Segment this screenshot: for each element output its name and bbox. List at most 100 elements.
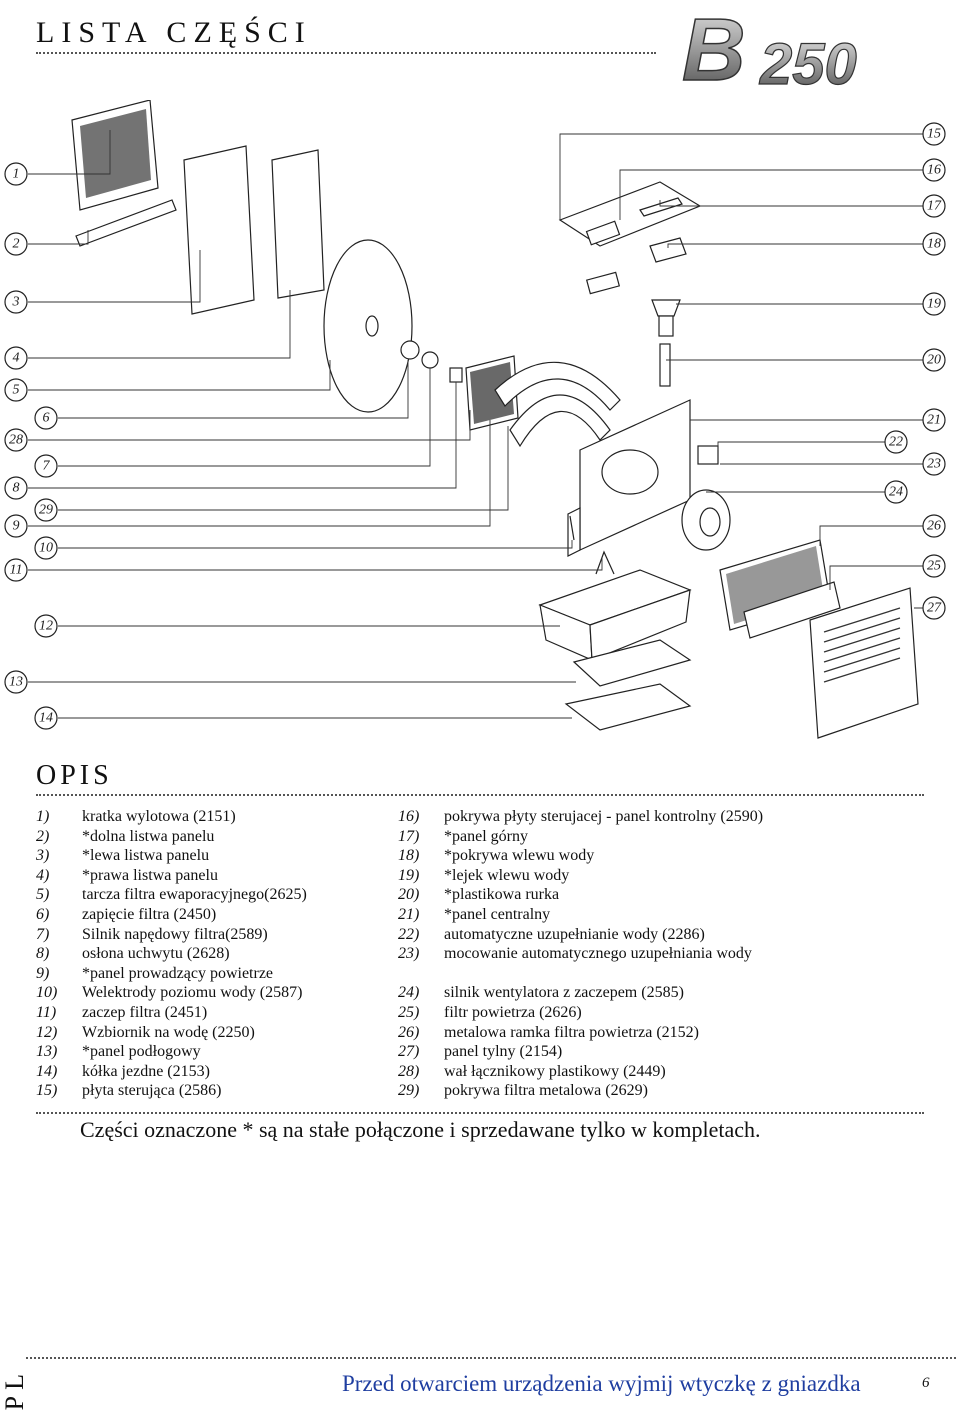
part-number: 29) xyxy=(398,1082,420,1100)
svg-text:21: 21 xyxy=(927,413,941,428)
part-label: silnik wentylatora z zaczepem (2585) xyxy=(444,984,684,1002)
svg-text:2: 2 xyxy=(13,237,20,252)
svg-text:13: 13 xyxy=(9,675,23,690)
callout-18: 18 xyxy=(922,232,946,256)
part-plastic-tube xyxy=(659,343,671,387)
language-tag: PL xyxy=(0,1368,29,1411)
part-row: 15)płyta sterująca (2586) xyxy=(36,1082,222,1100)
callout-5: 5 xyxy=(4,378,28,402)
part-label: panel tylny (2154) xyxy=(444,1043,563,1061)
svg-text:19: 19 xyxy=(927,297,941,312)
part-label: Wzbiornik na wodę (2250) xyxy=(82,1023,255,1041)
callout-3: 3 xyxy=(4,290,28,314)
part-air-guide-panel xyxy=(465,355,519,431)
callout-19: 19 xyxy=(922,292,946,316)
svg-text:17: 17 xyxy=(927,199,942,214)
part-label: zaczep filtra (2451) xyxy=(82,1004,208,1021)
part-evaporative-disc xyxy=(323,239,413,413)
part-number: 23) xyxy=(398,945,420,963)
part-label: *panel podłogowy xyxy=(82,1043,201,1061)
callout-15: 15 xyxy=(922,122,946,146)
callout-4: 4 xyxy=(4,346,28,370)
part-label: tarcza filtra ewaporacyjnego(2625) xyxy=(82,886,307,904)
part-number: 21) xyxy=(398,906,420,923)
part-row: 16)pokrywa płyty sterujacej - panel kont… xyxy=(398,808,763,826)
part-row: 18) *pokrywa wlewu wody xyxy=(398,847,594,865)
svg-text:6: 6 xyxy=(43,411,50,426)
part-label: filtr powietrza (2626) xyxy=(444,1004,582,1021)
exploded-diagram: 1 2 3 4 5 28 6 7 8 29 9 10 11 12 13 14 1… xyxy=(4,100,946,739)
part-label: kółka jezdne (2153) xyxy=(82,1062,210,1080)
page-title: LISTA CZĘŚCI xyxy=(36,16,312,49)
svg-text:26: 26 xyxy=(927,519,941,534)
part-number: 18) xyxy=(398,847,420,865)
part-label: *pokrywa wlewu wody xyxy=(444,847,595,865)
part-number: 10) xyxy=(36,984,58,1002)
part-row: 4) *prawa listwa panelu xyxy=(36,867,218,885)
part-row: 20)*plastikowa rurka xyxy=(398,886,559,904)
callout-17: 17 xyxy=(922,194,946,218)
part-label: *dolna listwa panelu xyxy=(82,827,215,845)
part-shaft xyxy=(569,515,575,541)
part-drive-motor xyxy=(421,351,439,369)
part-label: *plastikowa rurka xyxy=(444,886,560,904)
part-control-top xyxy=(558,181,702,247)
callout-27: 27 xyxy=(922,596,946,620)
part-row: 24)silnik wentylatora z zaczepem (2585) xyxy=(398,984,684,1002)
section-divider xyxy=(36,794,924,796)
svg-text:10: 10 xyxy=(39,541,53,556)
svg-text:250: 250 xyxy=(759,32,857,97)
svg-text:14: 14 xyxy=(39,711,53,726)
callout-2: 2 xyxy=(4,232,28,256)
callout-14: 14 xyxy=(34,706,58,730)
svg-text:23: 23 xyxy=(927,457,941,472)
model-logo: B 250 xyxy=(681,2,857,100)
part-number: 27) xyxy=(398,1043,420,1061)
part-control-cover xyxy=(585,271,621,295)
svg-text:1: 1 xyxy=(13,167,20,182)
svg-text:B: B xyxy=(682,2,746,99)
part-number: 12) xyxy=(36,1023,58,1041)
part-row: 23)mocowanie automatycznego uzupełniania… xyxy=(398,945,752,963)
svg-text:18: 18 xyxy=(927,237,941,252)
part-row: 3)*lewa listwa panelu xyxy=(36,847,209,865)
part-label: *lewa listwa panelu xyxy=(82,847,210,865)
svg-text:16: 16 xyxy=(927,163,941,178)
part-number: 14) xyxy=(36,1062,58,1080)
part-number: 1) xyxy=(36,808,50,825)
part-label: *prawa listwa panelu xyxy=(82,866,218,884)
part-electrodes-shell xyxy=(494,361,621,411)
svg-text:28: 28 xyxy=(9,433,23,448)
part-shell-2 xyxy=(509,394,611,448)
part-number: 13) xyxy=(36,1043,58,1061)
part-clip xyxy=(595,550,615,575)
part-label: automatyczne uzupełnianie wody (2286) xyxy=(444,925,705,943)
callout-16: 16 xyxy=(922,158,946,182)
callout-1: 1 xyxy=(4,162,28,186)
part-row: 21)*panel centralny xyxy=(398,906,550,924)
part-number: 8) xyxy=(36,945,50,963)
title-divider xyxy=(36,52,656,54)
svg-text:25: 25 xyxy=(927,559,941,574)
part-number: 4) xyxy=(36,866,50,884)
part-row: 28)wał łącznikowy plastikowy (2449) xyxy=(398,1063,666,1081)
part-number: 28) xyxy=(398,1062,420,1080)
part-bottom-strip xyxy=(75,199,177,247)
part-label: osłona uchwytu (2628) xyxy=(82,945,230,963)
part-label: metalowa ramka filtra powietrza (2152) xyxy=(444,1023,699,1041)
section-title: OPIS xyxy=(36,760,113,791)
callout-21: 21 xyxy=(922,408,946,432)
part-row: 1)kratka wylotowa (2151) xyxy=(36,808,236,826)
svg-text:4: 4 xyxy=(13,351,20,366)
page-number: 6 xyxy=(922,1375,930,1391)
part-number: 26) xyxy=(398,1023,420,1041)
part-row: 2)*dolna listwa panelu xyxy=(36,828,214,846)
callout-28: 28 xyxy=(4,428,28,452)
callout-6: 6 xyxy=(34,406,58,430)
callout-29: 29 xyxy=(34,498,58,522)
part-filter-frame xyxy=(743,581,841,639)
svg-text:9: 9 xyxy=(13,519,20,534)
part-water-tank xyxy=(538,569,692,661)
kit-note: Części oznaczone * są na stałe połączone… xyxy=(80,1117,761,1142)
svg-text:15: 15 xyxy=(927,127,941,142)
